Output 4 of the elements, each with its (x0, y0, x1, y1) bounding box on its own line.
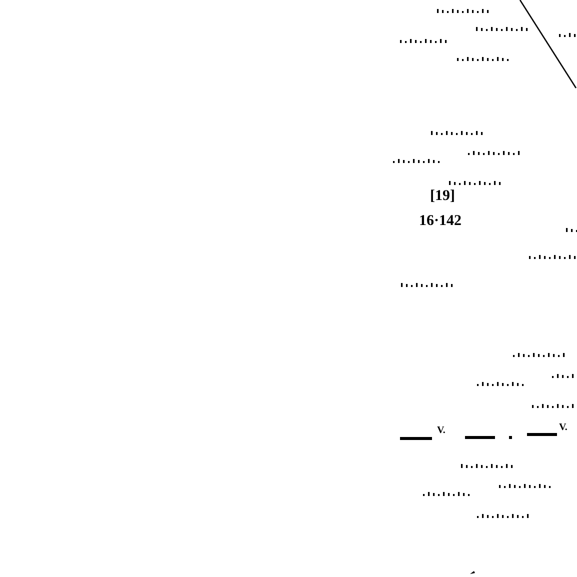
boundary-mark-label: V. (559, 423, 568, 433)
area-figure: 16·142 (419, 214, 462, 229)
boundary-mark-label: V. (437, 426, 446, 436)
parcel-number: [19] (430, 189, 455, 204)
